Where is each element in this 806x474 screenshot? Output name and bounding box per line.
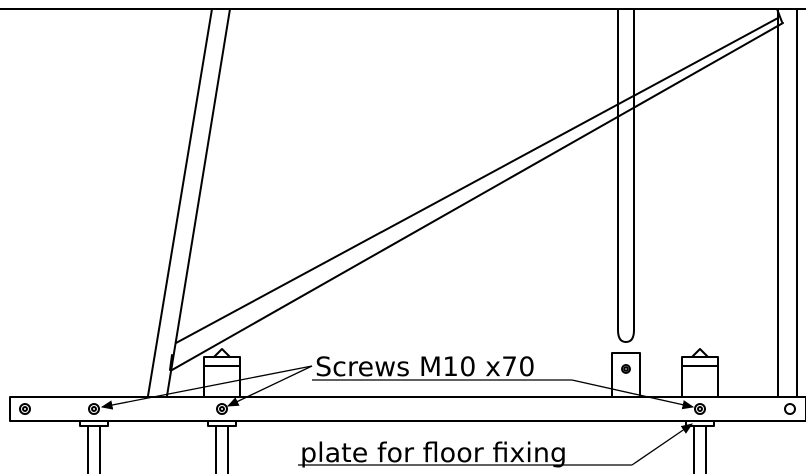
clamp-bracket-left bbox=[203, 348, 241, 398]
vertical-hanging-tube bbox=[617, 8, 635, 343]
screw-hole-3 bbox=[694, 403, 706, 415]
hole-left-end bbox=[19, 403, 31, 415]
clamp-bracket-right bbox=[681, 348, 719, 398]
screw-hole-2 bbox=[216, 403, 228, 415]
hole-right-end bbox=[784, 403, 796, 415]
right-vertical-tube bbox=[777, 8, 798, 397]
leader-screw-3 bbox=[571, 379, 695, 410]
left-inclined-tube bbox=[147, 8, 231, 397]
diagonal-brace-tube bbox=[169, 8, 784, 371]
base-plate bbox=[9, 396, 806, 422]
floor-fixing-plate-left bbox=[79, 420, 109, 474]
screw-hole-1 bbox=[88, 403, 100, 415]
leader-screw-1 bbox=[100, 365, 313, 410]
plate-label: plate for floor fixing bbox=[300, 438, 567, 469]
floor-fixing-plate-right bbox=[685, 420, 715, 474]
floor-fixing-plate-middle bbox=[207, 420, 237, 474]
leader-plate bbox=[631, 423, 693, 466]
leader-screw-2 bbox=[226, 365, 313, 407]
screws-label: Screws M10 x70 bbox=[315, 352, 535, 383]
